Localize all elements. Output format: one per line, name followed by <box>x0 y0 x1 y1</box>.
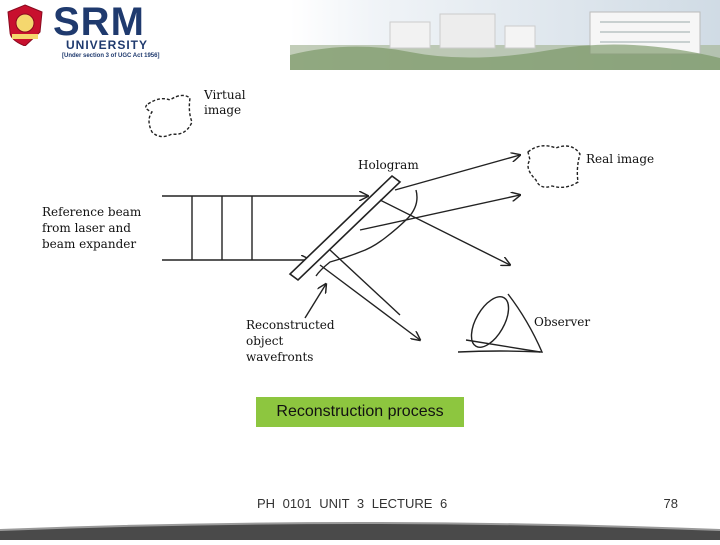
slide-header: SRM UNIVERSITY [Under section 3 of UGC A… <box>0 0 720 70</box>
virtual-image-blob <box>145 94 193 138</box>
logo-title: SRM <box>53 0 145 44</box>
label-virtual-image: Virtual image <box>204 88 246 117</box>
label-reference-beam: Reference beam from laser and beam expan… <box>42 205 142 251</box>
label-observer: Observer <box>534 315 591 329</box>
bottom-decorative-bar <box>0 516 720 540</box>
footer-course-info: PH 0101 UNIT 3 LECTURE 6 <box>257 496 448 511</box>
label-reconstructed-wavefronts: Reconstructed object wavefronts <box>246 318 335 364</box>
label-real-image: Real image <box>586 152 655 166</box>
logo-note: [Under section 3 of UGC Act 1956] <box>62 53 160 59</box>
campus-photo-banner <box>290 0 720 70</box>
hologram-reconstruction-diagram: Virtual image Hologram Real image Refere… <box>0 70 720 390</box>
label-hologram: Hologram <box>358 158 419 172</box>
observer-eye <box>470 296 510 348</box>
real-image-blob <box>527 145 581 189</box>
logo-subtitle: UNIVERSITY <box>66 38 149 52</box>
hologram-plate <box>288 174 402 282</box>
page-number: 78 <box>663 496 678 511</box>
figure-caption: Reconstruction process <box>256 397 464 427</box>
university-seal-logo <box>6 4 44 47</box>
reconstructed-wavefront <box>315 189 418 277</box>
